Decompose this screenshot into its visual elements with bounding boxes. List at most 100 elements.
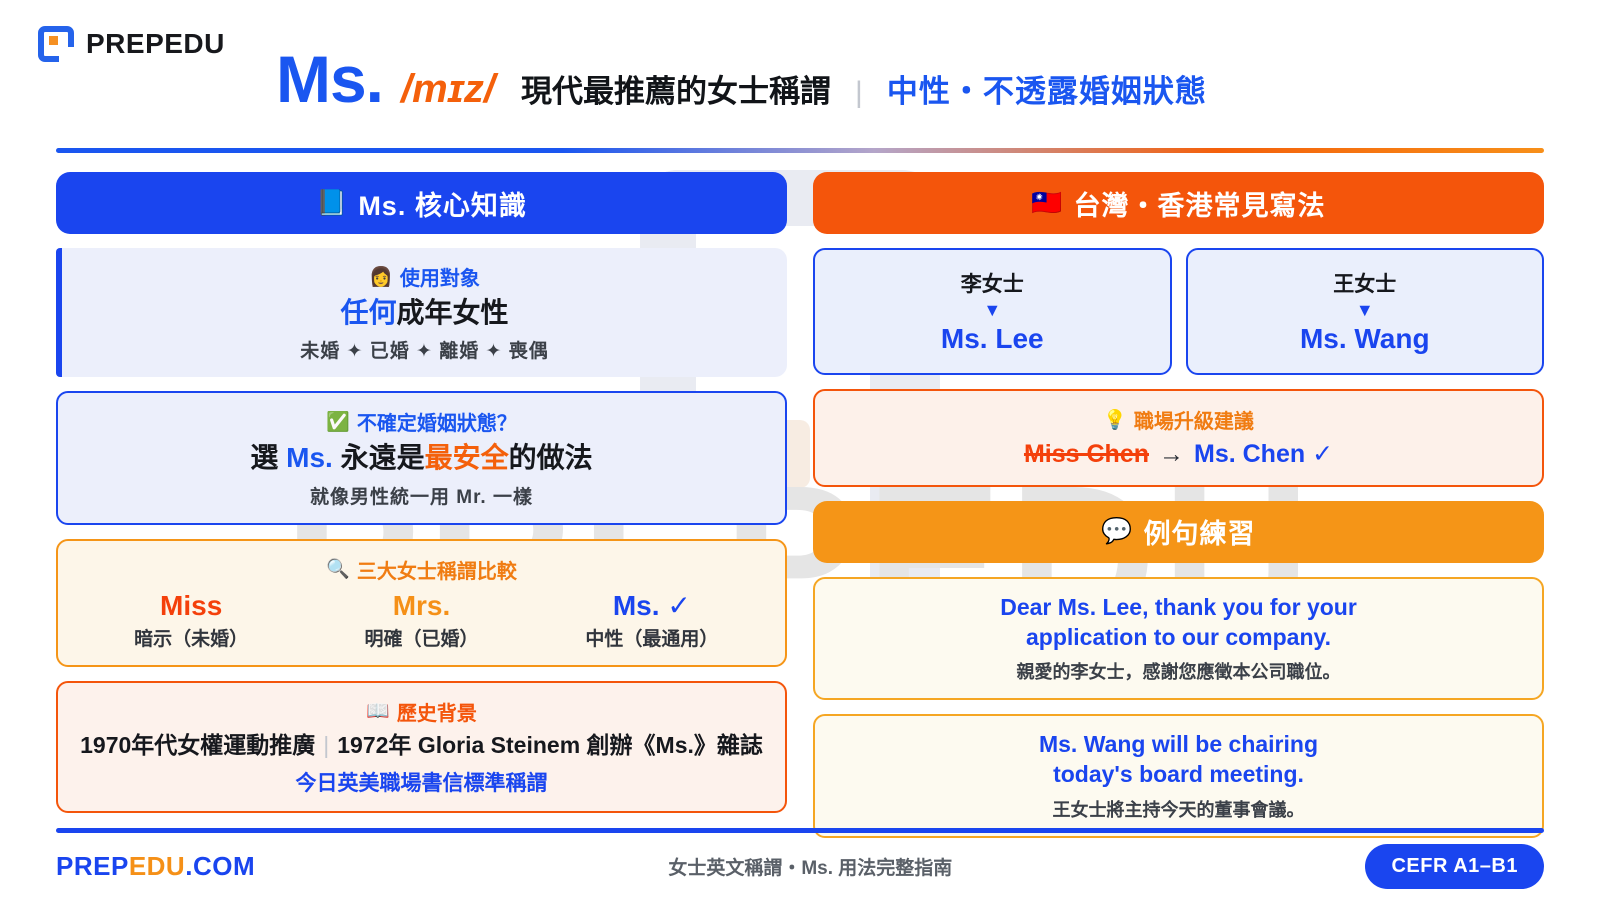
title-separator: | [855,76,863,109]
history-separator: | [323,731,330,758]
right-section-title: 台灣・香港常見寫法 [1073,190,1326,221]
footer-divider [56,828,1544,833]
example-card: Ms. Wang will be chairing today's board … [813,714,1544,839]
compare-row: Miss 暗示（未婚） Mrs. 明確（已婚） Ms. ✓ 中性（最通用） [76,588,767,651]
right-arrow-icon: → [1159,440,1184,469]
uncertain-p1: 選 [250,442,287,474]
card-uncertain-head: ✅ 不確定婚姻狀態？ [76,407,767,436]
page-title: Ms. /mɪz/ 現代最推薦的女士稱謂 | 中性・不透露婚姻狀態 [276,46,1560,112]
examples-band: 💬 例句練習 [813,500,1544,563]
brand-logo-text: PREPEDU [86,28,225,59]
title-tagline: 現代最推薦的女士稱謂 [521,74,832,109]
audience-highlight: 任何 [340,297,397,328]
header-divider [56,148,1544,153]
card-uncertain-headline: 選 Ms. 永遠是最安全的做法 [76,440,767,476]
uncertain-p5: 的做法 [508,442,593,474]
upgrade-after: Ms. Chen ✓ [1194,440,1334,469]
upgrade-comparison: Miss Chen → Ms. Chen ✓ [833,438,1524,471]
example-english: Dear Ms. Lee, thank you for your applica… [833,593,1524,653]
upgrade-before: Miss Chen [1023,440,1149,469]
compare-item: Ms. ✓ 中性（最通用） [537,588,767,651]
book-icon: 📘 [316,188,349,217]
card-audience: 👩 使用對象 任何成年女性 未婚 ✦ 已婚 ✦ 離婚 ✦ 喪偶 [56,248,787,378]
speech-bubble-icon: 💬 [1101,517,1134,546]
card-compare-head-label: 三大女士稱謂比較 [356,560,517,583]
left-section-title: Ms. 核心知識 [358,190,527,221]
history-line-a: 1970年代女權運動推廣 [80,731,316,758]
compare-term: Ms. ✓ [612,589,691,621]
card-compare-head: 🔍 三大女士稱謂比較 [76,555,767,584]
left-section-band: 📘 Ms. 核心知識 [56,172,787,234]
card-upgrade-head-label: 職場升級建議 [1133,411,1254,434]
page-header: PREPEDU Ms. /mɪz/ 現代最推薦的女士稱謂 | 中性・不透露婚姻狀… [0,0,1600,150]
page-footer: PREPEDU.COM 女士英文稱謂・Ms. 用法完整指南 CEFR A1–B1 [0,833,1600,900]
title-ipa: /mɪz/ [401,67,496,111]
name-examples: 李女士 ▼ Ms. Lee 王女士 ▼ Ms. Wang [813,248,1544,376]
footer-caption: 女士英文稱謂・Ms. 用法完整指南 [668,858,953,879]
down-arrow-icon: ▼ [1355,300,1374,320]
compare-desc: 明確（已婚） [364,628,479,650]
history-lines: 1970年代女權運動推廣 | 1972年 Gloria Steinem 創辦《Ms.… [76,730,767,762]
card-audience-headline: 任何成年女性 [80,295,769,331]
down-arrow-icon: ▼ [983,300,1002,320]
card-upgrade-head: 💡 職場升級建議 [833,405,1524,434]
card-history-head: 📖 歷史背景 [76,697,767,726]
example-en-line: today's board meeting. [1053,761,1304,788]
lightbulb-icon: 💡 [1103,409,1127,431]
history-note: 今日英美職場書信標準稱謂 [295,771,548,795]
title-term: Ms. [276,42,384,116]
example-card: Dear Ms. Lee, thank you for your applica… [813,576,1544,701]
uncertain-highlight: 最安全 [424,442,509,474]
uncertain-term: Ms. [286,442,333,474]
check-mark-icon: ✅ [326,411,350,433]
uncertain-p3: 永遠是 [332,442,425,474]
card-uncertain-sub: 就像男性統一用 Mr. 一樣 [309,486,533,508]
brand-logo: PREPEDU [38,26,225,63]
card-history: 📖 歷史背景 1970年代女權運動推廣 | 1972年 Gloria Steinem… [56,680,787,813]
footer-site[interactable]: PREPEDU.COM [56,851,255,882]
compare-desc: 暗示（未婚） [134,628,249,650]
audience-rest: 成年女性 [396,297,509,328]
example-en-line: application to our company. [1026,623,1331,650]
name-english: Ms. Lee [940,323,1044,355]
content-grid: 📘 Ms. 核心知識 👩 使用對象 任何成年女性 未婚 ✦ 已婚 ✦ 離婚 ✦ … [0,150,1600,839]
title-highlight: 中性・不透露婚姻狀態 [886,74,1207,109]
right-column: 🇹🇼 台灣・香港常見寫法 李女士 ▼ Ms. Lee 王女士 ▼ Ms. Wan… [813,172,1544,839]
name-chinese: 王女士 [1333,273,1397,296]
footer-site-part-a: PREP [56,851,129,881]
compare-term: Miss [160,589,223,621]
card-history-head-label: 歷史背景 [396,702,477,725]
compare-item: Miss 暗示（未婚） [76,588,306,651]
right-section-band: 🇹🇼 台灣・香港常見寫法 [813,172,1544,234]
card-uncertain: ✅ 不確定婚姻狀態？ 選 Ms. 永遠是最安全的做法 就像男性統一用 Mr. 一… [56,391,787,525]
history-line-b: 1972年 Gloria Steinem 創辦《Ms.》雜誌 [337,731,763,758]
card-audience-sub: 未婚 ✦ 已婚 ✦ 離婚 ✦ 喪偶 [300,341,549,363]
card-upgrade: 💡 職場升級建議 Miss Chen → Ms. Chen ✓ [813,389,1544,487]
card-compare: 🔍 三大女士稱謂比較 Miss 暗示（未婚） Mrs. 明確（已婚） Ms. ✓… [56,538,787,667]
left-column: 📘 Ms. 核心知識 👩 使用對象 任何成年女性 未婚 ✦ 已婚 ✦ 離婚 ✦ … [56,172,787,838]
cefr-level-badge: CEFR A1–B1 [1365,844,1544,889]
name-card: 王女士 ▼ Ms. Wang [1185,248,1544,376]
footer-site-part-b: EDU [128,851,186,881]
magnifier-icon: 🔍 [326,559,350,581]
card-uncertain-head-label: 不確定婚姻狀態？ [356,413,517,436]
example-en-line: Ms. Wang will be chairing [1038,731,1318,758]
example-chinese: 王女士將主持今天的董事會議。 [1052,800,1305,821]
name-english: Ms. Wang [1299,323,1430,355]
woman-icon: 👩 [369,266,393,288]
prepedu-square-logo-icon [38,26,75,63]
name-card: 李女士 ▼ Ms. Lee [813,248,1172,376]
name-chinese: 李女士 [960,273,1024,296]
open-book-icon: 📖 [366,701,390,723]
compare-term: Mrs. [392,589,451,621]
card-audience-head-label: 使用對象 [399,268,480,290]
examples-band-title: 例句練習 [1143,519,1256,550]
compare-item: Mrs. 明確（已婚） [306,588,536,651]
example-english: Ms. Wang will be chairing today's board … [833,730,1524,790]
example-chinese: 親愛的李女士，感謝您應徵本公司職位。 [1016,662,1341,683]
example-en-line: Dear Ms. Lee, thank you for your [1000,593,1357,620]
taiwan-flag-icon: 🇹🇼 [1031,188,1064,217]
compare-desc: 中性（最通用） [585,628,719,650]
card-audience-head: 👩 使用對象 [80,262,769,291]
